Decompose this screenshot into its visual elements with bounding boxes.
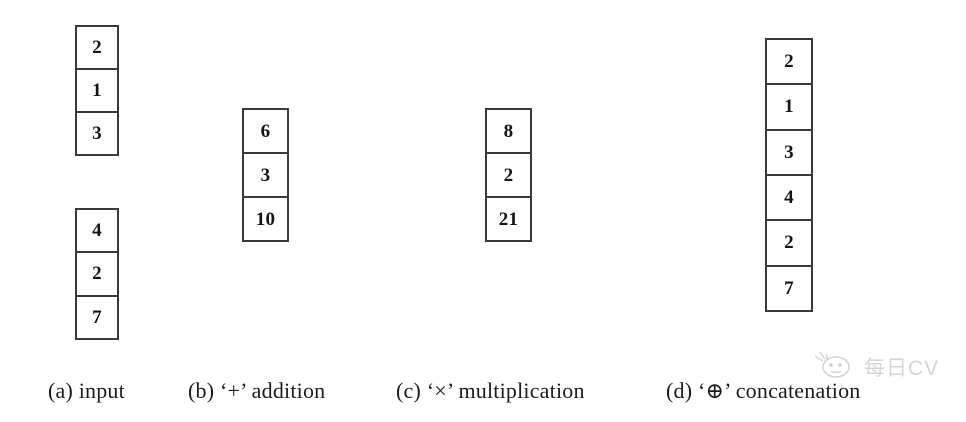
caption-concatenation: (d) ‘⊕’ concatenation [666,378,861,403]
vector-cell: 2 [767,40,811,86]
caption-multiplication: (c) ‘×’ multiplication [396,378,585,403]
vector-cell: 4 [77,210,117,254]
vector-stack-concatenation-result: 2 1 3 4 2 7 [765,38,813,312]
vector-cell: 7 [77,296,117,338]
caption-input: (a) input [48,378,125,403]
vector-cell: 10 [244,198,287,240]
vector-cell: 2 [767,221,811,267]
vector-cell: 4 [767,175,811,222]
vector-cell: 2 [77,253,117,297]
vector-cell: 2 [487,154,530,198]
vector-cell: 2 [77,27,117,70]
vector-cell: 1 [77,70,117,113]
watermark-text: 每日CV [864,357,940,380]
vector-cell: 8 [487,110,530,154]
vector-cell: 3 [77,113,117,154]
caption-addition: (b) ‘+’ addition [188,378,326,403]
vector-cell: 3 [244,154,287,198]
vector-cell: 7 [767,266,811,310]
vector-stack-input-bottom: 4 2 7 [75,208,119,340]
vector-cell: 21 [487,198,530,240]
vector-cell: 3 [767,130,811,176]
vector-stack-input-top: 2 1 3 [75,25,119,156]
vector-stack-addition-result: 6 3 10 [242,108,289,242]
vector-cell: 6 [244,110,287,154]
vector-cell: 1 [767,85,811,131]
vector-stack-multiplication-result: 8 2 21 [485,108,532,242]
